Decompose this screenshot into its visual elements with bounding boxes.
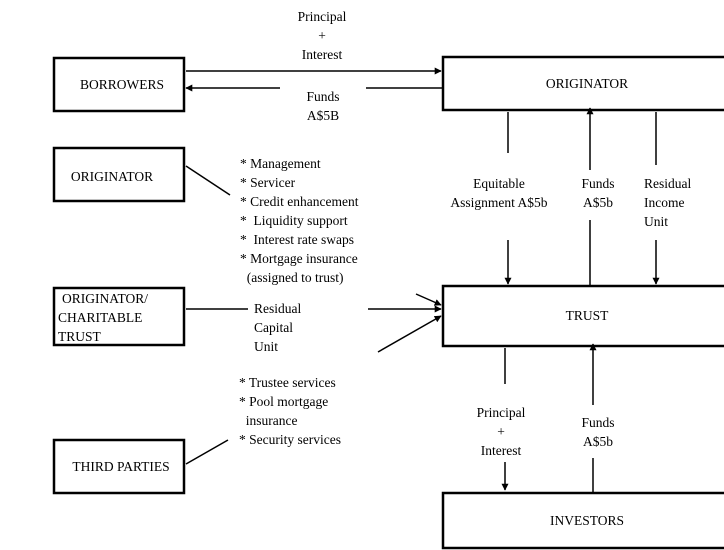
originator-charitable-label-3: TRUST — [58, 329, 102, 344]
third-party-services-to-trust-arrow — [377, 315, 442, 353]
assignment-label: Assignment A$5b — [450, 195, 547, 210]
third-party-services-list: * Trustee services * Pool mortgage insur… — [239, 375, 341, 447]
equitable-label: Equitable — [473, 176, 525, 191]
trust-label: TRUST — [566, 308, 610, 323]
trust-box: TRUST — [441, 284, 724, 348]
third-parties-label: THIRD PARTIES — [72, 459, 169, 474]
borrowers-box: BORROWERS — [52, 56, 186, 113]
originator-charitable-label-1: ORIGINATOR/ — [62, 291, 148, 306]
funds-to-originator-amount: A$5b — [583, 195, 613, 210]
residual-income-label-1: Residual — [644, 176, 691, 191]
svg-text:* Credit enhancement: * Credit enhancement — [240, 194, 359, 209]
third-parties-box: THIRD PARTIES — [52, 438, 186, 495]
residual-capital-label-1: Residual — [254, 301, 301, 316]
investors-interest-label: Interest — [481, 443, 522, 458]
principal-label: Principal — [298, 9, 347, 24]
svg-text:* Liquidity support: * Liquidity support — [240, 213, 348, 228]
svg-text:insurance: insurance — [239, 413, 297, 428]
borrowers-label: BORROWERS — [80, 77, 164, 92]
funds-amount-label: A$5B — [307, 108, 339, 123]
plus-label: + — [318, 28, 326, 43]
third-party-services-connector — [185, 439, 229, 465]
originator-main-box: ORIGINATOR — [441, 55, 724, 112]
investors-principal-label: Principal — [477, 405, 526, 420]
funds-label: Funds — [306, 89, 339, 104]
originator-services-list: * Management * Servicer * Credit enhance… — [240, 156, 359, 285]
svg-text:* Pool mortgage: * Pool mortgage — [239, 394, 328, 409]
investors-plus-label: + — [497, 424, 505, 439]
residual-capital-label-3: Unit — [254, 339, 278, 354]
investors-box: INVESTORS — [441, 491, 724, 550]
svg-text:* Security services: * Security services — [239, 432, 341, 447]
svg-text:(assigned to trust): (assigned to trust) — [240, 270, 344, 285]
investors-funds-amount: A$5b — [583, 434, 613, 449]
investors-label: INVESTORS — [550, 513, 624, 528]
residual-income-label-3: Unit — [644, 214, 668, 229]
svg-text:* Servicer: * Servicer — [240, 175, 296, 190]
originator-side-box: ORIGINATOR — [52, 146, 186, 203]
originator-charitable-label-2: CHARITABLE — [58, 310, 142, 325]
residual-income-label-2: Income — [644, 195, 684, 210]
svg-text:* Mortgage insurance: * Mortgage insurance — [240, 251, 358, 266]
svg-text:* Trustee services: * Trustee services — [239, 375, 336, 390]
originator-charitable-trust-box: ORIGINATOR/ CHARITABLE TRUST — [52, 286, 186, 347]
investors-funds-label: Funds — [581, 415, 614, 430]
originator-services-connector — [185, 165, 231, 196]
funds-to-originator-label: Funds — [581, 176, 614, 191]
interest-label: Interest — [302, 47, 343, 62]
residual-capital-label-2: Capital — [254, 320, 293, 335]
originator-services-to-trust-arrow — [415, 293, 442, 306]
originator-main-label: ORIGINATOR — [546, 76, 628, 91]
svg-text:* Interest rate swaps: * Interest rate swaps — [240, 232, 354, 247]
originator-side-label: ORIGINATOR — [71, 169, 153, 184]
svg-text:* Management: * Management — [240, 156, 321, 171]
